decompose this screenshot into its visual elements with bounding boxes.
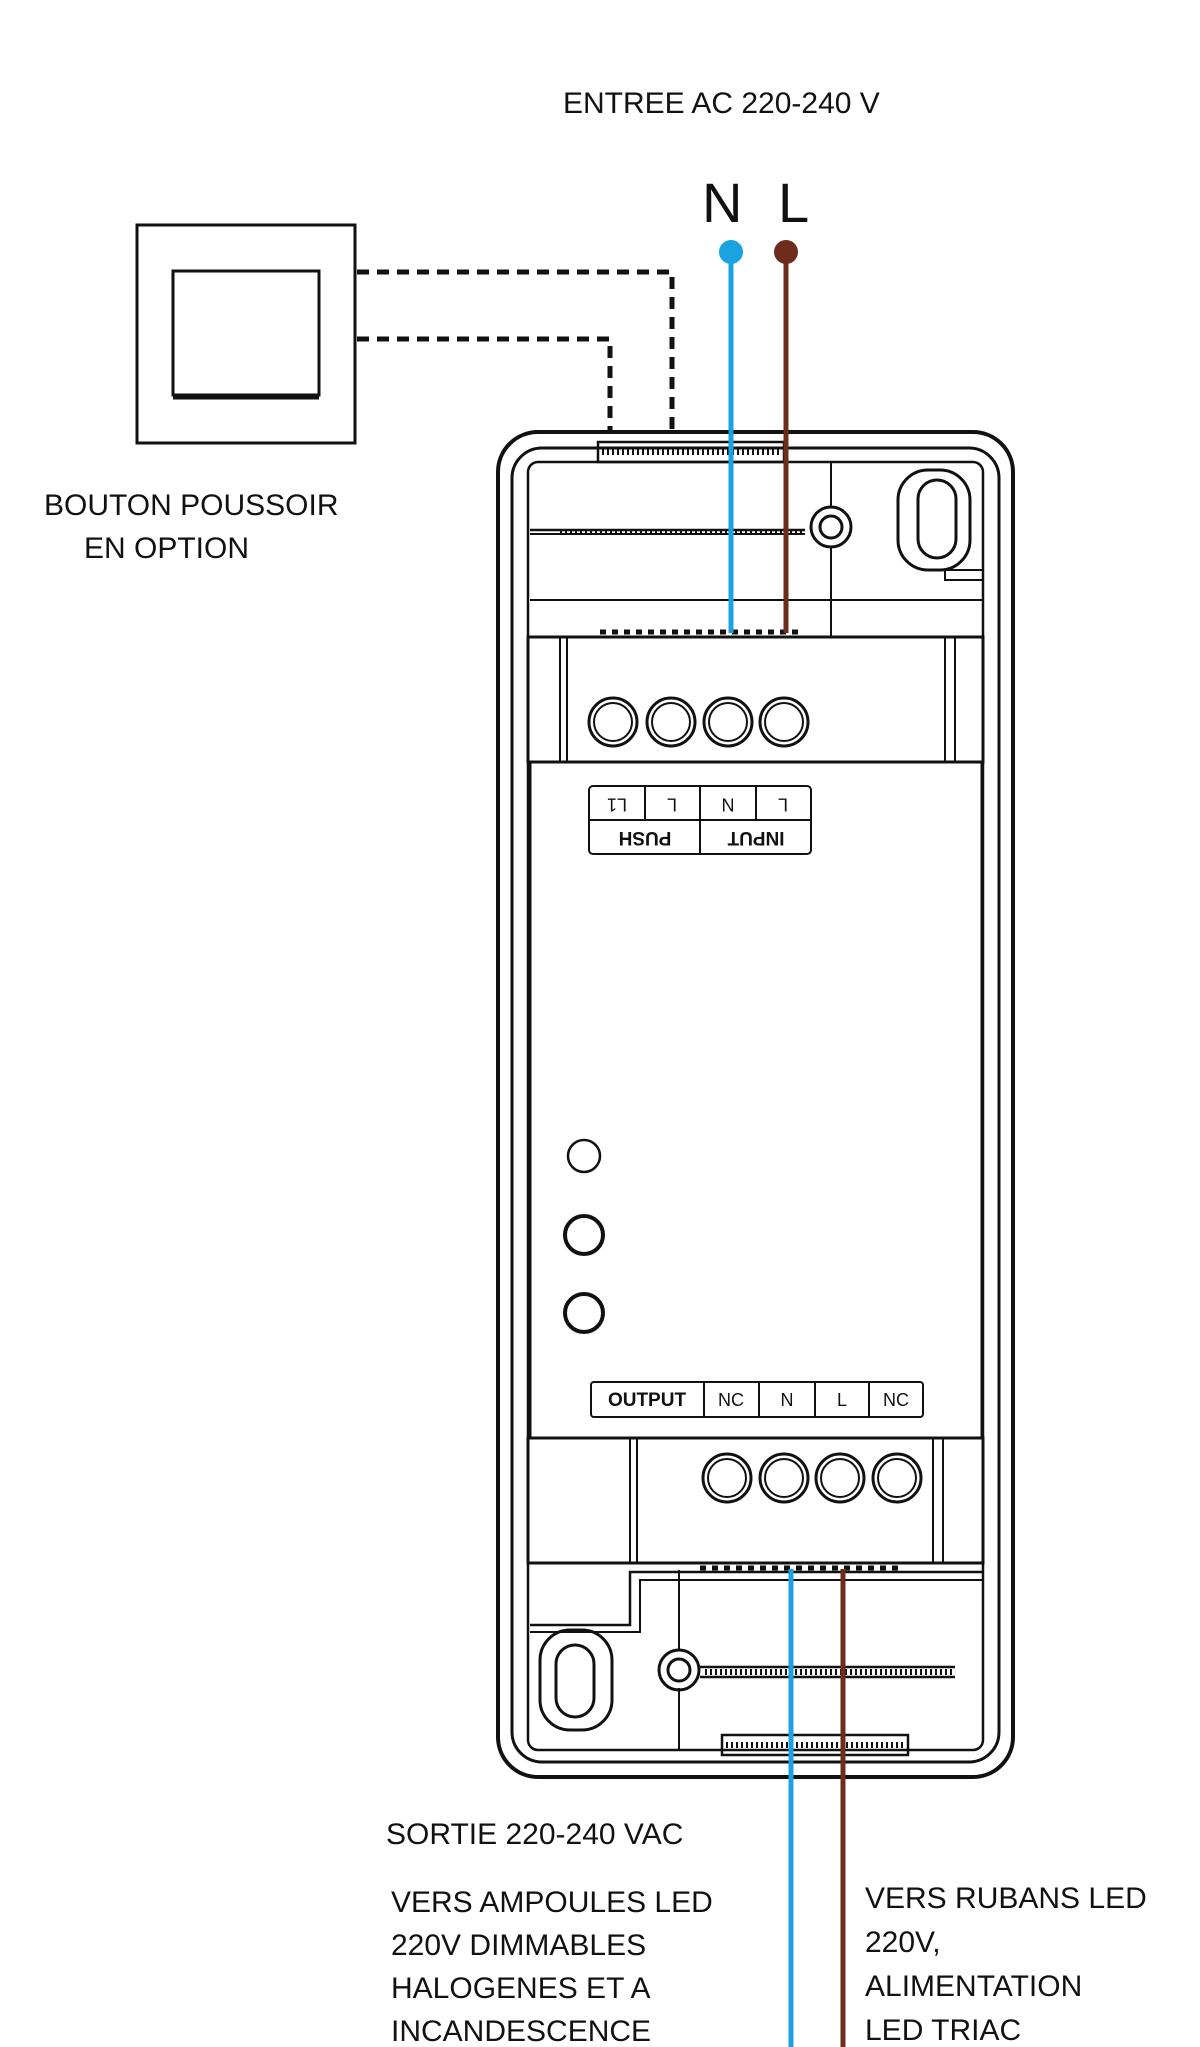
output-cell-2: N [781,1390,794,1410]
output-left-line2: 220V DIMMABLES [391,1929,646,1962]
neutral-label: N [702,171,742,234]
output-left-line1: VERS AMPOULES LED [391,1886,713,1919]
output-terminal-label: OUTPUT NC N L NC [590,1381,924,1418]
input-group-push: PUSH [619,827,672,848]
push-button-label-line1: BOUTON POUSSOIR [44,489,339,522]
input-cell-4: L [778,794,788,814]
input-cell-1: L1 [607,794,627,814]
output-terminal-title: OUTPUT [608,1390,687,1411]
input-wires [719,240,798,633]
output-cell-3: L [837,1390,847,1410]
live-label: L [778,171,809,234]
output-title: SORTIE 220-240 VAC [386,1818,683,1851]
input-group-input: INPUT [727,827,784,848]
output-right-line1: VERS RUBANS LED [865,1882,1147,1915]
output-right-line4: LED TRIAC [865,2014,1021,2047]
push-button-label-line2: EN OPTION [84,532,249,565]
output-cell-4: NC [883,1390,909,1410]
input-cell-3: N [722,794,735,814]
neutral-terminal-dot [719,240,743,264]
dimmer-housing [496,430,1015,1779]
input-cell-2: L [667,794,677,814]
input-title: ENTREE AC 220-240 V [563,87,880,120]
input-terminal-label: L1 L N L PUSH INPUT [588,785,812,855]
output-right-line3: ALIMENTATION [865,1970,1082,2003]
live-terminal-dot [774,240,798,264]
output-wires [788,1569,846,2047]
output-left-line3: HALOGENES ET A [391,1972,651,2005]
push-button-icon [135,223,357,445]
output-right-line2: 220V, [865,1926,941,1959]
output-cell-1: NC [718,1390,744,1410]
output-left-line4: INCANDESCENCE [391,2015,651,2047]
